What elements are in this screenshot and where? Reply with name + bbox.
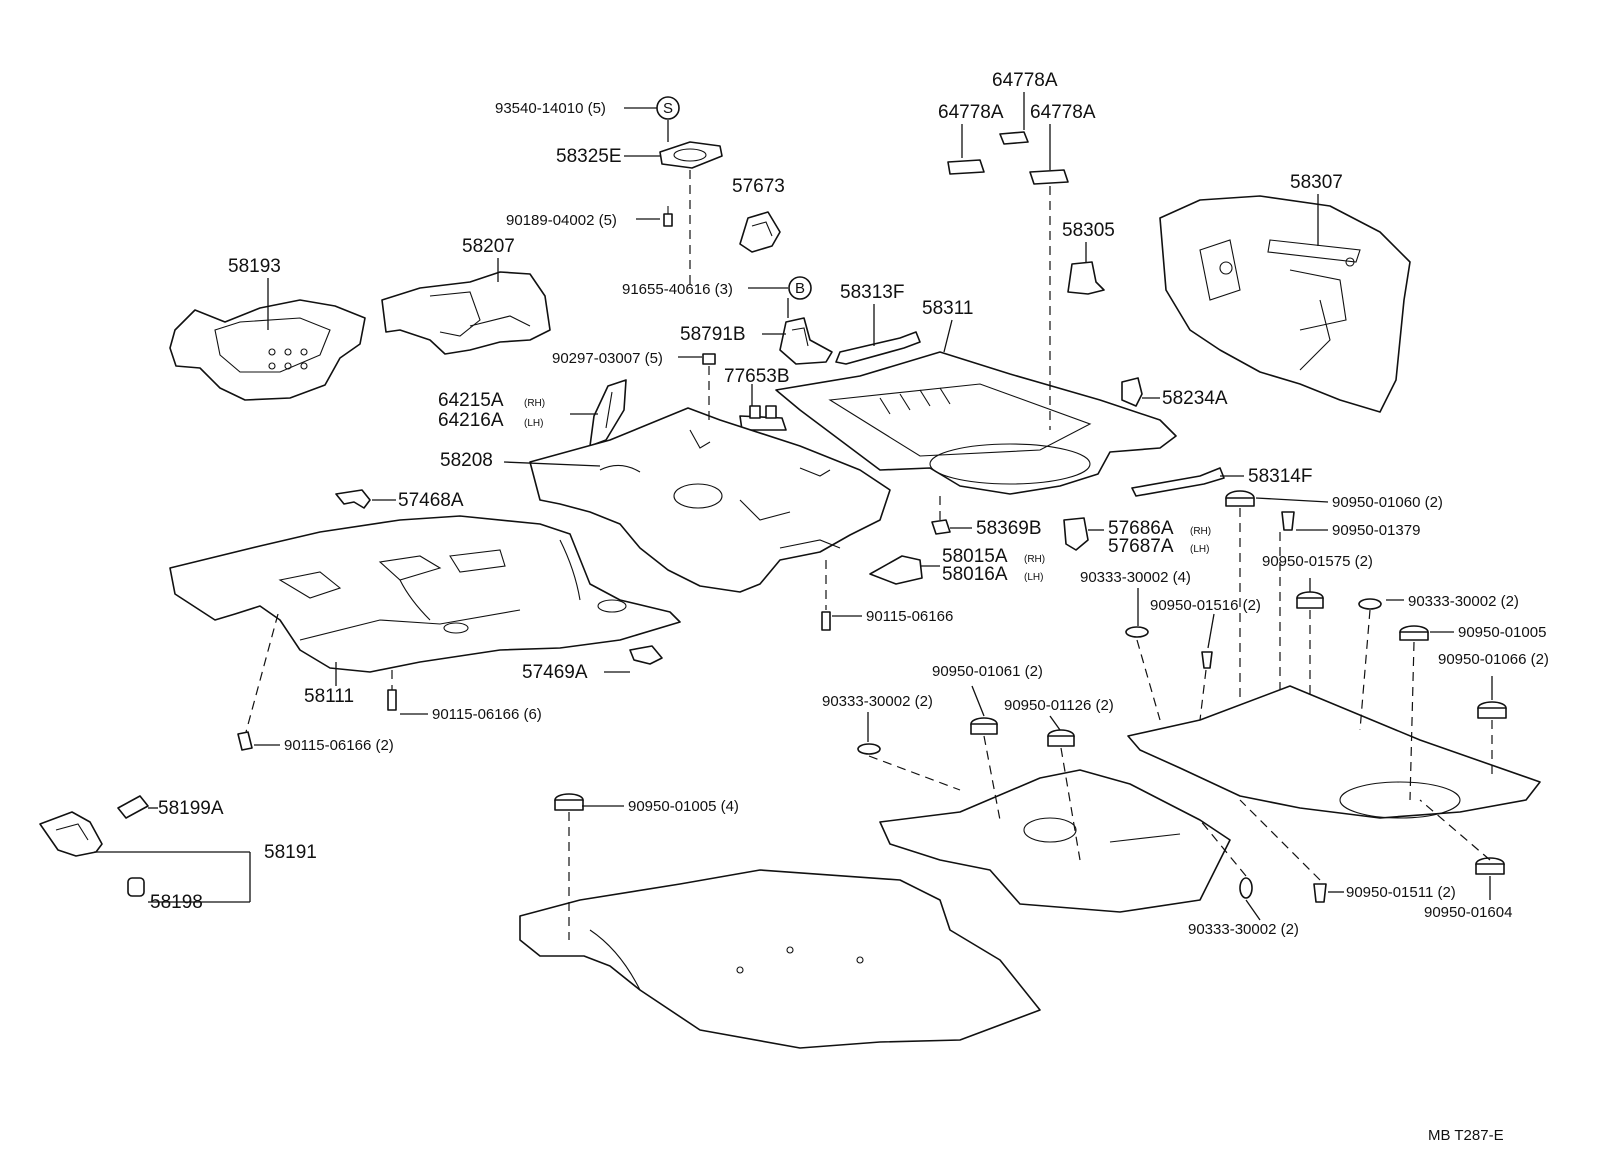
label-57686a-side: (RH)	[1190, 526, 1211, 537]
label-93540: 93540-14010 (5)	[495, 100, 606, 117]
label-90950-01604: 90950-01604	[1424, 904, 1512, 921]
part-plugs	[554, 490, 1507, 903]
part-64778a-pads	[947, 131, 1069, 185]
label-90950-01516: 90950-01516 (2)	[1150, 597, 1261, 614]
label-58016a-side: (LH)	[1024, 572, 1043, 583]
part-58313f	[835, 331, 921, 365]
label-90950-01060: 90950-01060 (2)	[1332, 494, 1443, 511]
label-64216a-side: (LH)	[524, 418, 543, 429]
label-90950-01379: 90950-01379	[1332, 522, 1420, 539]
label-64216a: 64216A	[438, 410, 504, 431]
part-rear-pad	[1127, 685, 1541, 819]
svg-text:S: S	[663, 100, 673, 117]
part-58325e	[659, 141, 723, 169]
label-90333-left: 90333-30002 (2)	[822, 693, 933, 710]
part-57469a	[629, 645, 663, 665]
label-58198: 58198	[150, 892, 203, 913]
label-90115: 90115-06166	[866, 608, 953, 625]
part-90115-bolts	[237, 611, 831, 751]
label-58199a: 58199A	[158, 798, 224, 819]
label-90950-01511: 90950-01511 (2)	[1346, 884, 1456, 901]
label-58191: 58191	[264, 842, 317, 863]
label-90950-01005-right: 90950-01005	[1458, 624, 1546, 641]
label-90950-01066: 90950-01066 (2)	[1438, 651, 1549, 668]
part-58199a	[117, 795, 149, 819]
label-57686a: 57686A	[1108, 518, 1174, 539]
label-58207: 58207	[462, 236, 515, 257]
part-90297-bolt	[702, 353, 716, 365]
label-58325e: 58325E	[556, 146, 622, 167]
part-58791b	[779, 317, 833, 365]
label-64778a-left: 64778A	[938, 102, 1004, 123]
label-57673: 57673	[732, 176, 785, 197]
label-90950-01061: 90950-01061 (2)	[932, 663, 1043, 680]
label-58111: 58111	[304, 686, 354, 707]
part-58314f	[1131, 467, 1225, 497]
label-58193: 58193	[228, 256, 281, 277]
label-64215a: 64215A	[438, 390, 504, 411]
part-58311	[775, 351, 1177, 495]
label-58314f: 58314F	[1248, 466, 1312, 487]
part-labels: 93540-14010 (5) 58325E 90189-04002 (5) 5…	[150, 70, 1549, 1144]
label-58305: 58305	[1062, 220, 1115, 241]
label-90950-01126: 90950-01126 (2)	[1004, 697, 1114, 714]
part-57468a	[335, 489, 371, 509]
label-90297: 90297-03007 (5)	[552, 350, 663, 367]
label-58369b: 58369B	[976, 518, 1042, 539]
label-57687a: 57687A	[1108, 536, 1174, 557]
part-58198	[127, 877, 145, 897]
part-58369b	[931, 519, 951, 535]
label-57468a: 57468A	[398, 490, 464, 511]
label-58208: 58208	[440, 450, 493, 471]
label-91655: 91655-40616 (3)	[622, 281, 733, 298]
label-64778a-right: 64778A	[1030, 102, 1096, 123]
label-90950-01575: 90950-01575 (2)	[1262, 553, 1373, 570]
leader-lines	[94, 92, 1493, 940]
part-58111	[169, 515, 681, 673]
part-58191	[39, 811, 103, 857]
part-58307	[1159, 195, 1411, 413]
part-58193	[169, 299, 366, 401]
part-77653b	[739, 405, 787, 431]
label-90333-4: 90333-30002 (4)	[1080, 569, 1191, 586]
label-90115-6: 90115-06166 (6)	[432, 706, 542, 723]
svg-text:B: B	[795, 280, 805, 297]
footer-code: MB T287-E	[1428, 1127, 1504, 1144]
label-58015a: 58015A	[942, 546, 1008, 567]
part-90189-screw	[663, 206, 673, 227]
label-58311: 58311	[922, 298, 973, 319]
part-58015a	[869, 555, 923, 585]
label-77653b: 77653B	[724, 366, 790, 387]
label-58016a: 58016A	[942, 564, 1008, 585]
part-57673	[739, 211, 781, 253]
label-64778a-top: 64778A	[992, 70, 1058, 91]
part-58305	[1067, 261, 1105, 295]
label-58313f: 58313F	[840, 282, 904, 303]
label-90189: 90189-04002 (5)	[506, 212, 617, 229]
label-57687a-side: (LH)	[1190, 544, 1209, 555]
part-middle-pad	[879, 769, 1231, 913]
part-58234a	[1121, 377, 1143, 407]
label-64215a-side: (RH)	[524, 398, 545, 409]
label-57469a: 57469A	[522, 662, 588, 683]
part-64215a	[589, 379, 627, 447]
part-57686a	[1063, 517, 1089, 551]
label-58015a-side: (RH)	[1024, 554, 1045, 565]
label-90333-right: 90333-30002 (2)	[1408, 593, 1519, 610]
label-58791b: 58791B	[680, 324, 746, 345]
label-90333-bottom: 90333-30002 (2)	[1188, 921, 1299, 938]
label-90950-01005-4: 90950-01005 (4)	[628, 798, 739, 815]
part-front-pad	[519, 869, 1041, 1049]
marker-b: B	[788, 276, 812, 300]
marker-s: S	[656, 96, 680, 120]
label-90115-2: 90115-06166 (2)	[284, 737, 394, 754]
label-58234a: 58234A	[1162, 388, 1228, 409]
part-58207	[381, 271, 551, 355]
label-58307: 58307	[1290, 172, 1343, 193]
part-58208	[529, 407, 891, 593]
